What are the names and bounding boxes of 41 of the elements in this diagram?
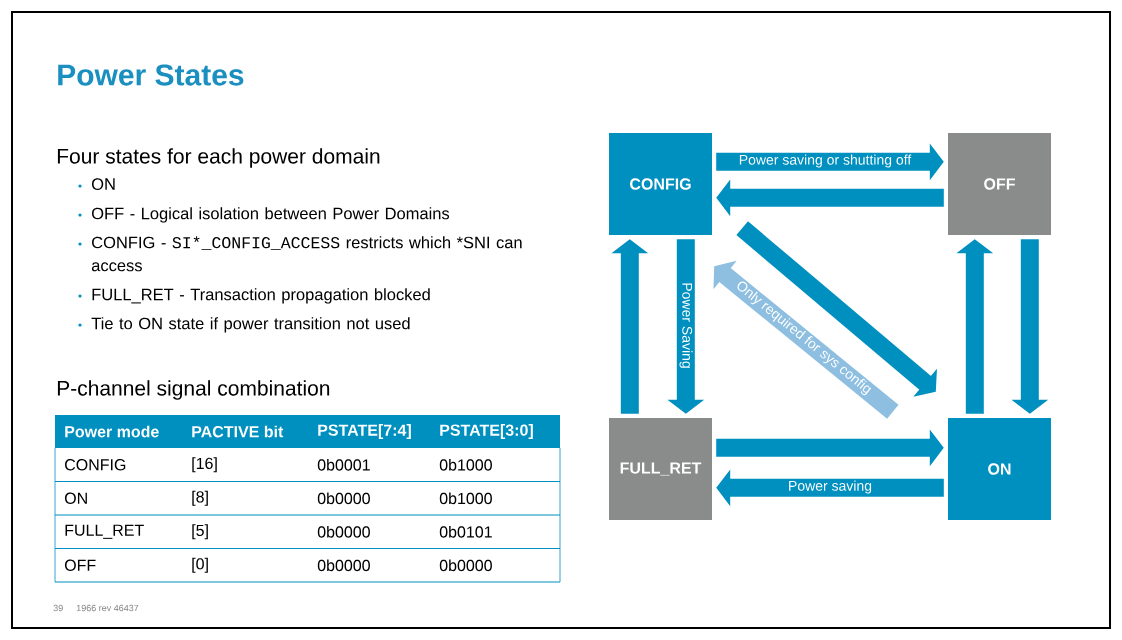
header-cell: PSTATE[7:4] bbox=[308, 415, 430, 448]
label: access bbox=[91, 262, 142, 272]
table-cell: [8] bbox=[181, 490, 309, 516]
header-cell: Power mode bbox=[55, 415, 182, 448]
table-cell: 0b0000 bbox=[307, 525, 431, 549]
bullet-item: CONFIG - SI*_CONFIG_ACCESS restricts which *SNI can access bbox=[78, 236, 522, 272]
table-cell: 0b0000 bbox=[307, 492, 431, 516]
edge-label: Power saving or shutting off bbox=[739, 154, 912, 168]
table-cell: CONFIG bbox=[54, 447, 183, 482]
table-cell: 0b0101 bbox=[429, 514, 561, 549]
state-box: OFF bbox=[948, 133, 1051, 235]
edge-label: Power Saving bbox=[679, 283, 693, 368]
label: SI*_CONFIG_ACCESS bbox=[172, 236, 340, 250]
bullet-item: OFF - Logical isolation between Power Domains bbox=[78, 207, 450, 223]
state-box: ON bbox=[948, 418, 1051, 520]
state-box: FULL_RET bbox=[609, 418, 712, 520]
table-cell: 0b0000 bbox=[429, 548, 561, 583]
table-cell: [0] bbox=[181, 557, 309, 583]
header-cell: PACTIVE bit bbox=[182, 415, 308, 448]
table-cell: [5] bbox=[181, 524, 309, 549]
edge-label: Power saving bbox=[789, 480, 872, 494]
page-number: 39 bbox=[53, 604, 63, 612]
footer-text: 1966 rev 46437 bbox=[76, 604, 139, 612]
label: CONFIG - bbox=[92, 236, 166, 249]
bullet-item: FULL_RET - Transaction propagation blocked bbox=[78, 288, 430, 304]
slide-title: Power States bbox=[58, 64, 244, 86]
header-cell: PSTATE[3:0] bbox=[430, 415, 560, 448]
section-heading: P-channel signal combination bbox=[57, 380, 330, 400]
state-box: CONFIG bbox=[609, 133, 712, 235]
label: restricts which *SNI can bbox=[346, 236, 522, 249]
section-heading: Four states for each power domain bbox=[57, 148, 380, 168]
table-cell: 0b0000 bbox=[307, 559, 431, 583]
table-cell: ON bbox=[54, 481, 183, 516]
bullet-item: ON bbox=[78, 178, 115, 190]
table-cell: OFF bbox=[54, 548, 183, 583]
table-cell: [16] bbox=[181, 457, 309, 482]
table-cell: 0b1000 bbox=[429, 447, 561, 482]
table-cell: 0b1000 bbox=[429, 481, 561, 516]
table-cell: FULL_RET bbox=[54, 514, 183, 549]
table-cell: 0b0001 bbox=[307, 458, 431, 482]
bullet-item: Tie to ON state if power transition not used bbox=[78, 317, 410, 333]
